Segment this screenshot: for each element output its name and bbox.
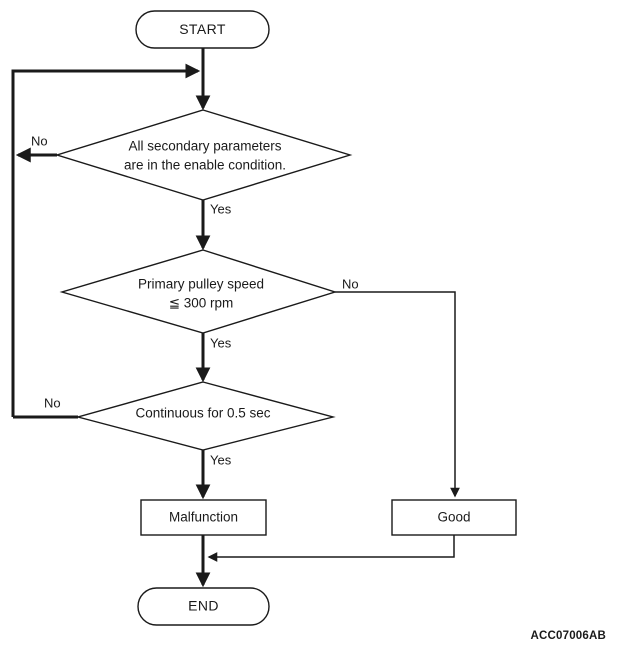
edge-good-to-end: [207, 535, 455, 562]
edge-loopback-rail: [11, 63, 201, 417]
node-decision-2-line1: Primary pulley speed: [138, 277, 264, 292]
edge-label-decision2-no: No: [342, 276, 359, 291]
node-decision-1-line2: are in the enable condition.: [124, 158, 286, 173]
node-decision-1-line1: All secondary parameters: [128, 139, 281, 154]
edge-decision2-no: [335, 291, 460, 498]
edge-label-decision1-no: No: [31, 133, 48, 148]
edge-label-decision1-yes: Yes: [210, 201, 232, 216]
node-decision-2-line2: ≦ 300 rpm: [169, 296, 234, 311]
node-malfunction-label: Malfunction: [169, 510, 238, 525]
node-start-label: START: [179, 21, 226, 37]
node-end-label: END: [188, 598, 219, 614]
edge-label-decision3-no: No: [44, 395, 61, 410]
node-good: [391, 499, 517, 536]
node-good-label: Good: [437, 510, 470, 525]
node-end: [137, 587, 270, 626]
edge-label-decision2-yes: Yes: [210, 335, 232, 350]
node-decision-1: [54, 109, 353, 201]
edge-label-decision3-yes: Yes: [210, 452, 232, 467]
node-decision-3-line1: Continuous for 0.5 sec: [135, 406, 270, 421]
reference-code: ACC07006AB: [530, 630, 606, 642]
